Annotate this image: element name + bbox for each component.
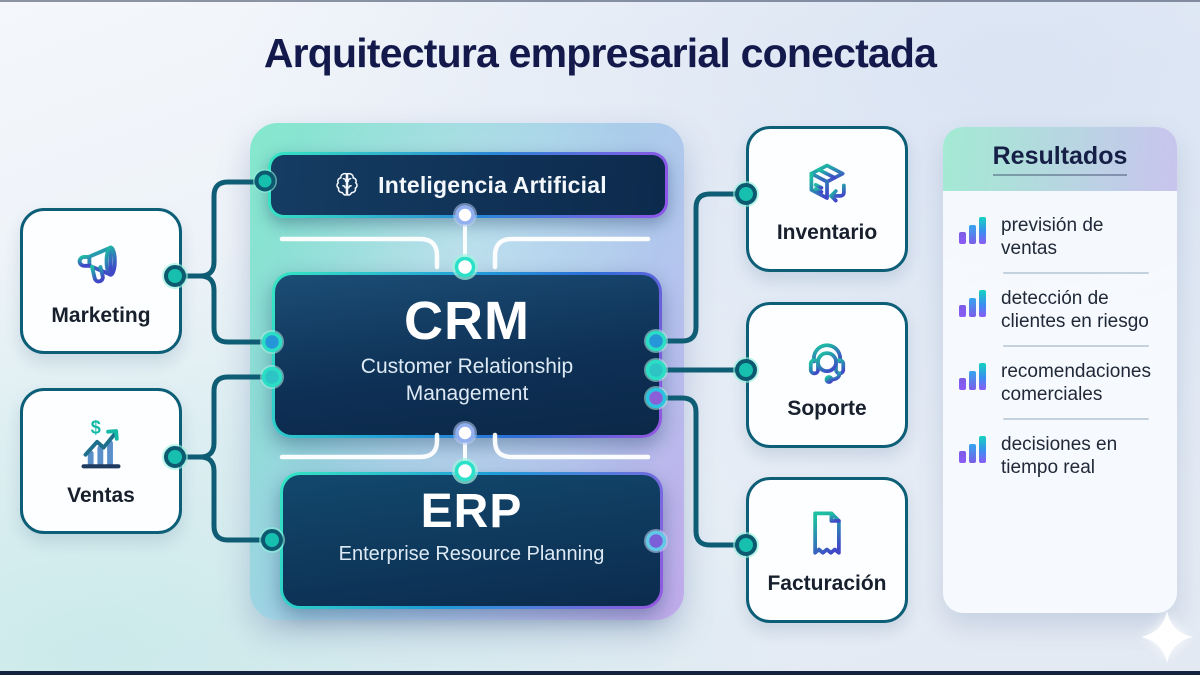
erp-subtitle: Enterprise Resource Planning [338, 543, 605, 565]
erp-title: ERP [420, 485, 523, 538]
sales-growth-icon: $ [81, 417, 121, 469]
bar-chart-icon [959, 216, 989, 244]
central-panel: Inteligencia Artificial CRM Customer Rel… [250, 123, 684, 620]
ai-header-bar: Inteligencia Artificial [268, 152, 668, 218]
crm-subtitle: Customer Relationship Management [360, 355, 574, 405]
bar-chart-icon [959, 435, 989, 463]
bar-chart-icon [959, 362, 989, 390]
divider [1003, 345, 1149, 347]
result-item: previsión de ventas [959, 201, 1163, 272]
sparkle-icon [1141, 611, 1193, 663]
ai-label: Inteligencia Artificial [378, 171, 607, 198]
divider [1003, 272, 1149, 274]
package-icon [809, 163, 846, 203]
erp-box: ERP Enterprise Resource Planning [280, 472, 663, 609]
divider [1003, 418, 1149, 420]
node-facturacion: Facturación [746, 477, 908, 623]
node-inventario-label: Inventario [776, 221, 878, 244]
page-title: Arquitectura empresarial conectada [263, 30, 937, 76]
result-item-label: decisiones en tiempo real [1001, 434, 1118, 478]
bar-chart-icon [959, 289, 989, 317]
node-facturacion-label: Facturación [767, 572, 887, 595]
node-soporte-label: Soporte [787, 397, 867, 420]
headset-icon [808, 343, 846, 384]
brain-icon [336, 172, 358, 196]
result-item-label: previsión de ventas [1001, 215, 1104, 259]
node-marketing-label: Marketing [51, 304, 151, 327]
svg-text:$: $ [91, 417, 101, 437]
node-marketing: Marketing [20, 208, 182, 354]
results-header: Resultados [943, 127, 1177, 191]
crm-box: CRM Customer Relationship Management [272, 272, 662, 438]
top-edge-strip [0, 0, 1200, 2]
invoice-icon [813, 511, 841, 555]
result-item: recomendaciones comerciales [959, 347, 1163, 418]
result-item-label: recomendaciones comerciales [1001, 361, 1151, 405]
result-item-label: detección de clientes en riesgo [1001, 288, 1149, 332]
bottom-edge-strip [0, 671, 1200, 675]
node-soporte: Soporte [746, 302, 908, 448]
crm-title: CRM [404, 291, 530, 351]
results-panel: Resultados previsión de ventas detección… [943, 127, 1177, 613]
node-inventario: Inventario [746, 126, 908, 272]
node-ventas: $ Ventas [20, 388, 182, 534]
result-item: detección de clientes en riesgo [959, 274, 1163, 345]
results-list: previsión de ventas detección de cliente… [943, 191, 1177, 491]
result-item: decisiones en tiempo real [959, 420, 1163, 491]
megaphone-icon [77, 245, 117, 284]
node-ventas-label: Ventas [67, 484, 135, 507]
results-title: Resultados [992, 142, 1128, 176]
